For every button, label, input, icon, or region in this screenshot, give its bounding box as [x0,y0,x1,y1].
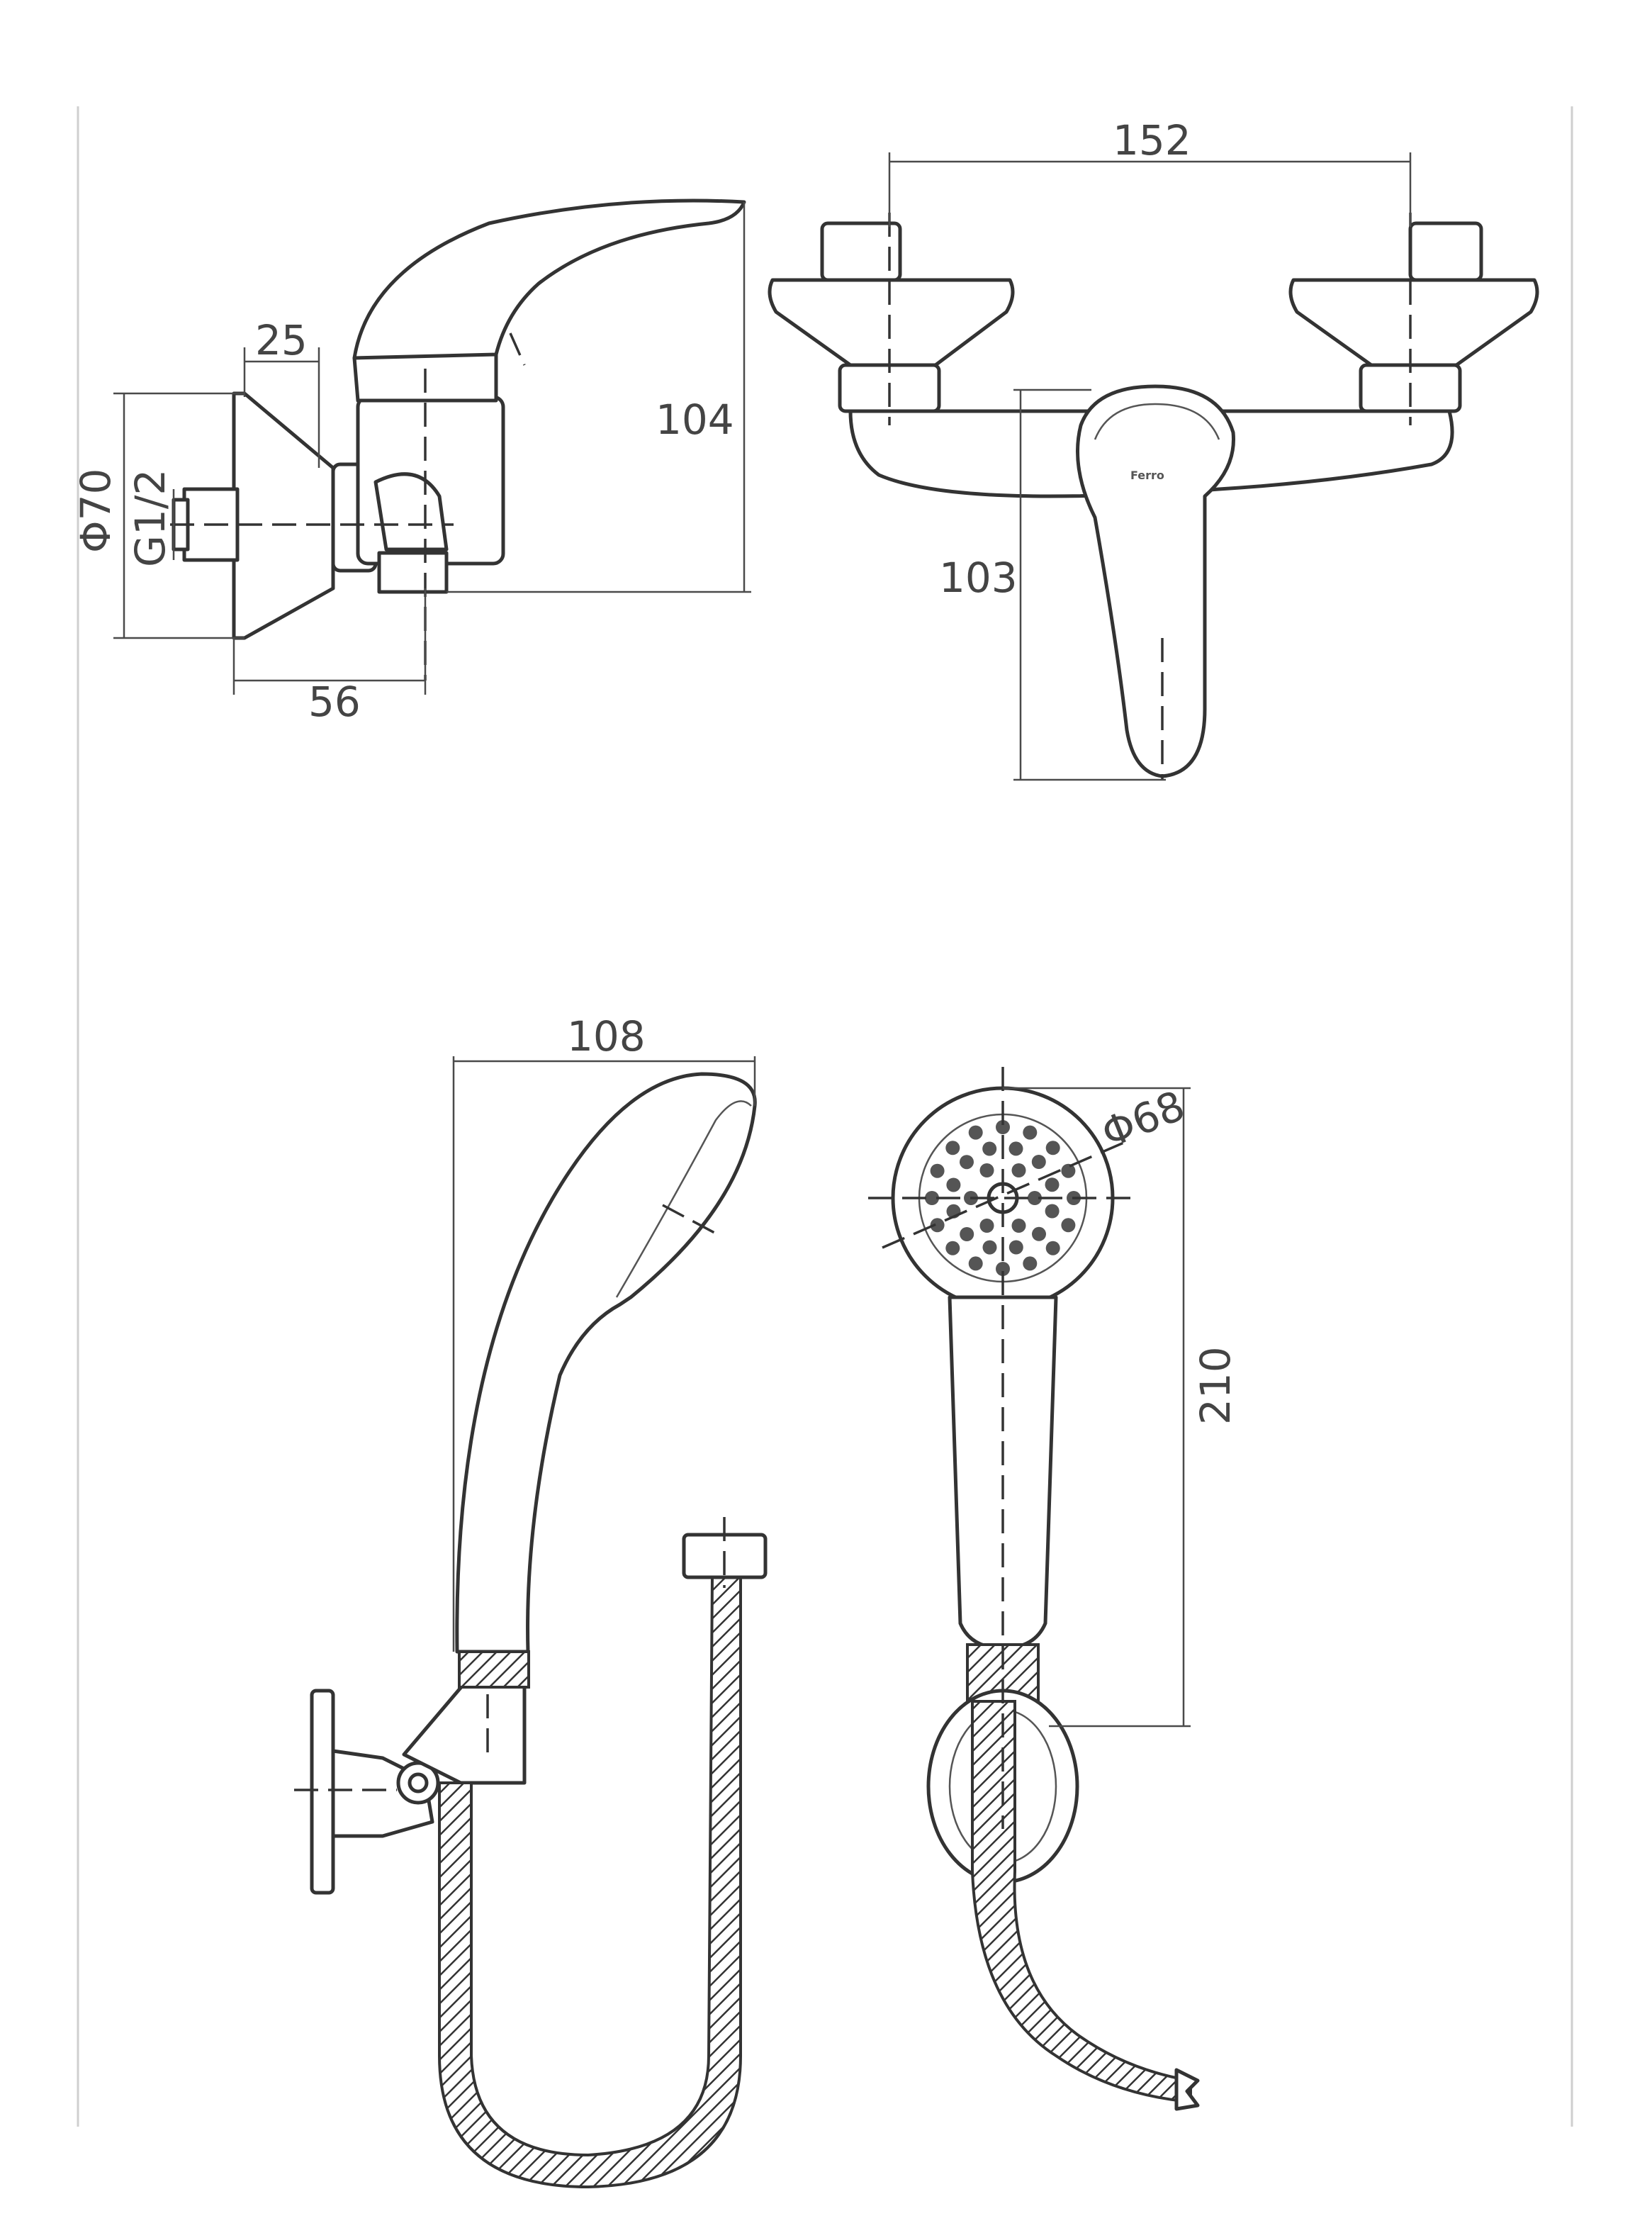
spray-hole [1045,1141,1060,1155]
spray-hole [979,1163,994,1177]
mixer-lever [352,198,746,360]
outlet-connector [377,551,449,594]
shower-holder [402,1681,527,1785]
spray-hole [945,1241,960,1255]
dim-210-label: 210 [1191,1346,1240,1425]
spray-hole [1028,1191,1042,1205]
hand-shower-front-view: Φ68 210 [868,1067,1240,2111]
spray-hole [968,1125,983,1140]
spray-hole [982,1141,997,1156]
brand-logo: Ferro [1130,469,1164,482]
spray-hole [1008,1141,1023,1156]
right-escutcheon [1288,278,1539,367]
spray-hole [1045,1177,1060,1192]
spray-hole [1045,1241,1060,1255]
dim-g12-label: G1/2 [126,469,174,567]
spray-hole [925,1191,939,1205]
spray-hole [982,1240,997,1255]
spray-hole [1061,1218,1076,1233]
dim-103-label: 103 [939,554,1018,602]
mixer-front-view: Ferro 152 103 [768,116,1539,781]
hand-shower-side-view: 108 [294,1012,768,2189]
spray-hole [1023,1125,1038,1140]
handle-knurl [458,1650,530,1689]
dim-152-label: 152 [1113,116,1191,164]
dim-108-label: 108 [567,1012,646,1060]
mixer-side-view: 25 104 56 Φ70 G1/2 [72,198,751,726]
dim-25-label: 25 [255,316,308,364]
spray-hole [1023,1256,1038,1271]
spray-hole [960,1227,974,1241]
spray-holes [925,1120,1081,1276]
spray-hole [996,1120,1010,1134]
spray-hole [1061,1163,1076,1178]
mixer-lever-front [1076,384,1235,778]
spray-hole [996,1262,1010,1276]
outlet-elbow [373,472,449,552]
spray-hole [1031,1155,1046,1169]
left-escutcheon [768,278,1015,367]
spray-hole [968,1256,983,1271]
spray-hole [930,1218,945,1233]
hose-side [438,1576,742,2189]
spray-hole [1045,1204,1060,1219]
dim-104-label: 104 [656,396,734,444]
spray-hole [1011,1219,1026,1233]
spray-hole [979,1219,994,1233]
dim-phi68-label: Φ68 [1095,1081,1191,1158]
hose-cut-end [1174,2068,1200,2111]
spray-hole [945,1141,960,1155]
dim-phi70-label: Φ70 [72,469,120,553]
wall-bracket-plate [310,1689,335,1895]
spray-hole [960,1155,974,1170]
spray-hole [1032,1226,1046,1241]
spray-hole [1011,1163,1026,1177]
hose-front [971,1700,1192,2104]
right-inlet-nut [1408,221,1483,282]
dim-56-label: 56 [308,678,361,726]
spray-hole [930,1163,945,1178]
spray-hole [1008,1240,1023,1255]
spray-hole [946,1177,961,1192]
